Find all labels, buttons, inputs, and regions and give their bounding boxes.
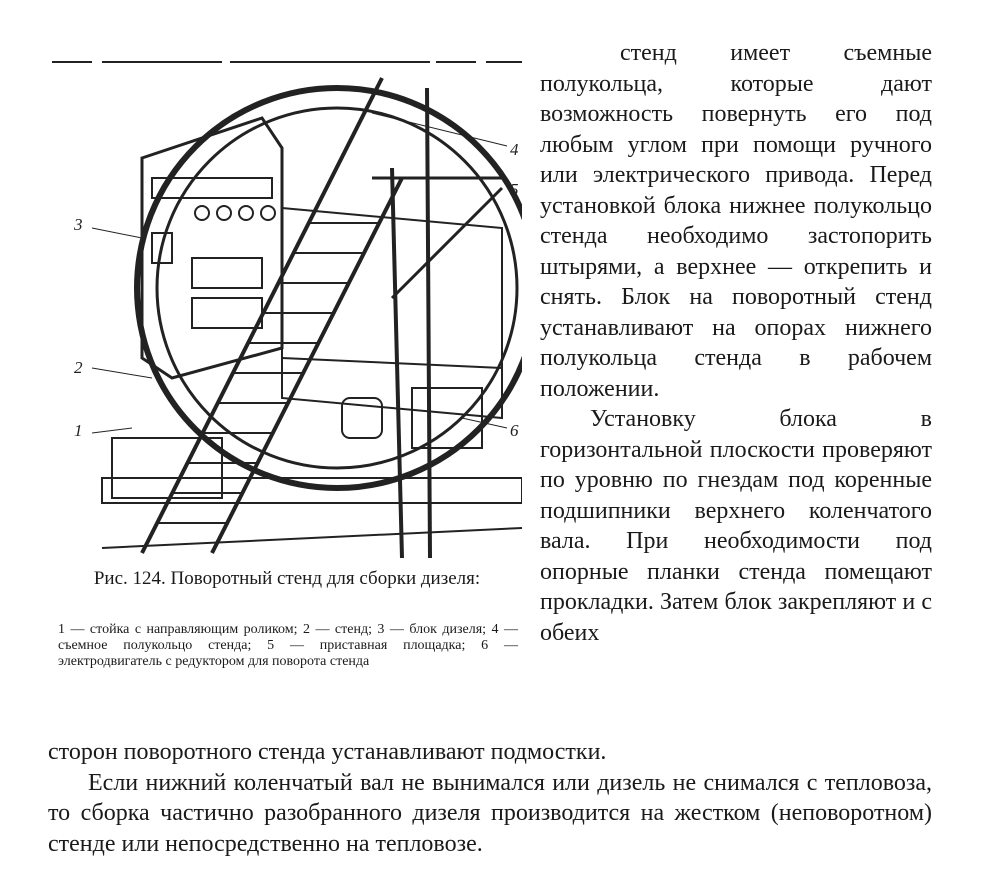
stand-illustration: 1 2 3 4 5 6	[52, 61, 522, 558]
figure-caption: Рис. 124. Поворотный стенд для сборки ди…	[93, 568, 481, 589]
callout-1: 1	[74, 421, 83, 440]
full-width-text: сторон поворотного стенда устанавливают …	[48, 737, 932, 859]
paragraph-1: стенд имеет съемные полукольца, которые …	[540, 40, 932, 402]
callout-4: 4	[510, 140, 519, 159]
figure-legend: 1 — стойка с направляющим роликом; 2 — с…	[58, 622, 518, 669]
callout-5: 5	[510, 180, 519, 199]
figure-rotary-stand: 1 2 3 4 5 6	[52, 58, 522, 558]
paragraph-2-end: сторон поворотного стенда устанавливают …	[48, 739, 607, 765]
callout-6: 6	[510, 421, 519, 440]
callout-3: 3	[73, 215, 83, 234]
callout-2: 2	[74, 358, 83, 377]
paragraph-3: Если нижний коленчатый вал не вынимался …	[48, 769, 932, 857]
text-column: стенд имеет съемные полукольца, которые …	[540, 38, 932, 648]
paragraph-2: Установку блока в горизонтальной плоскос…	[540, 406, 932, 646]
